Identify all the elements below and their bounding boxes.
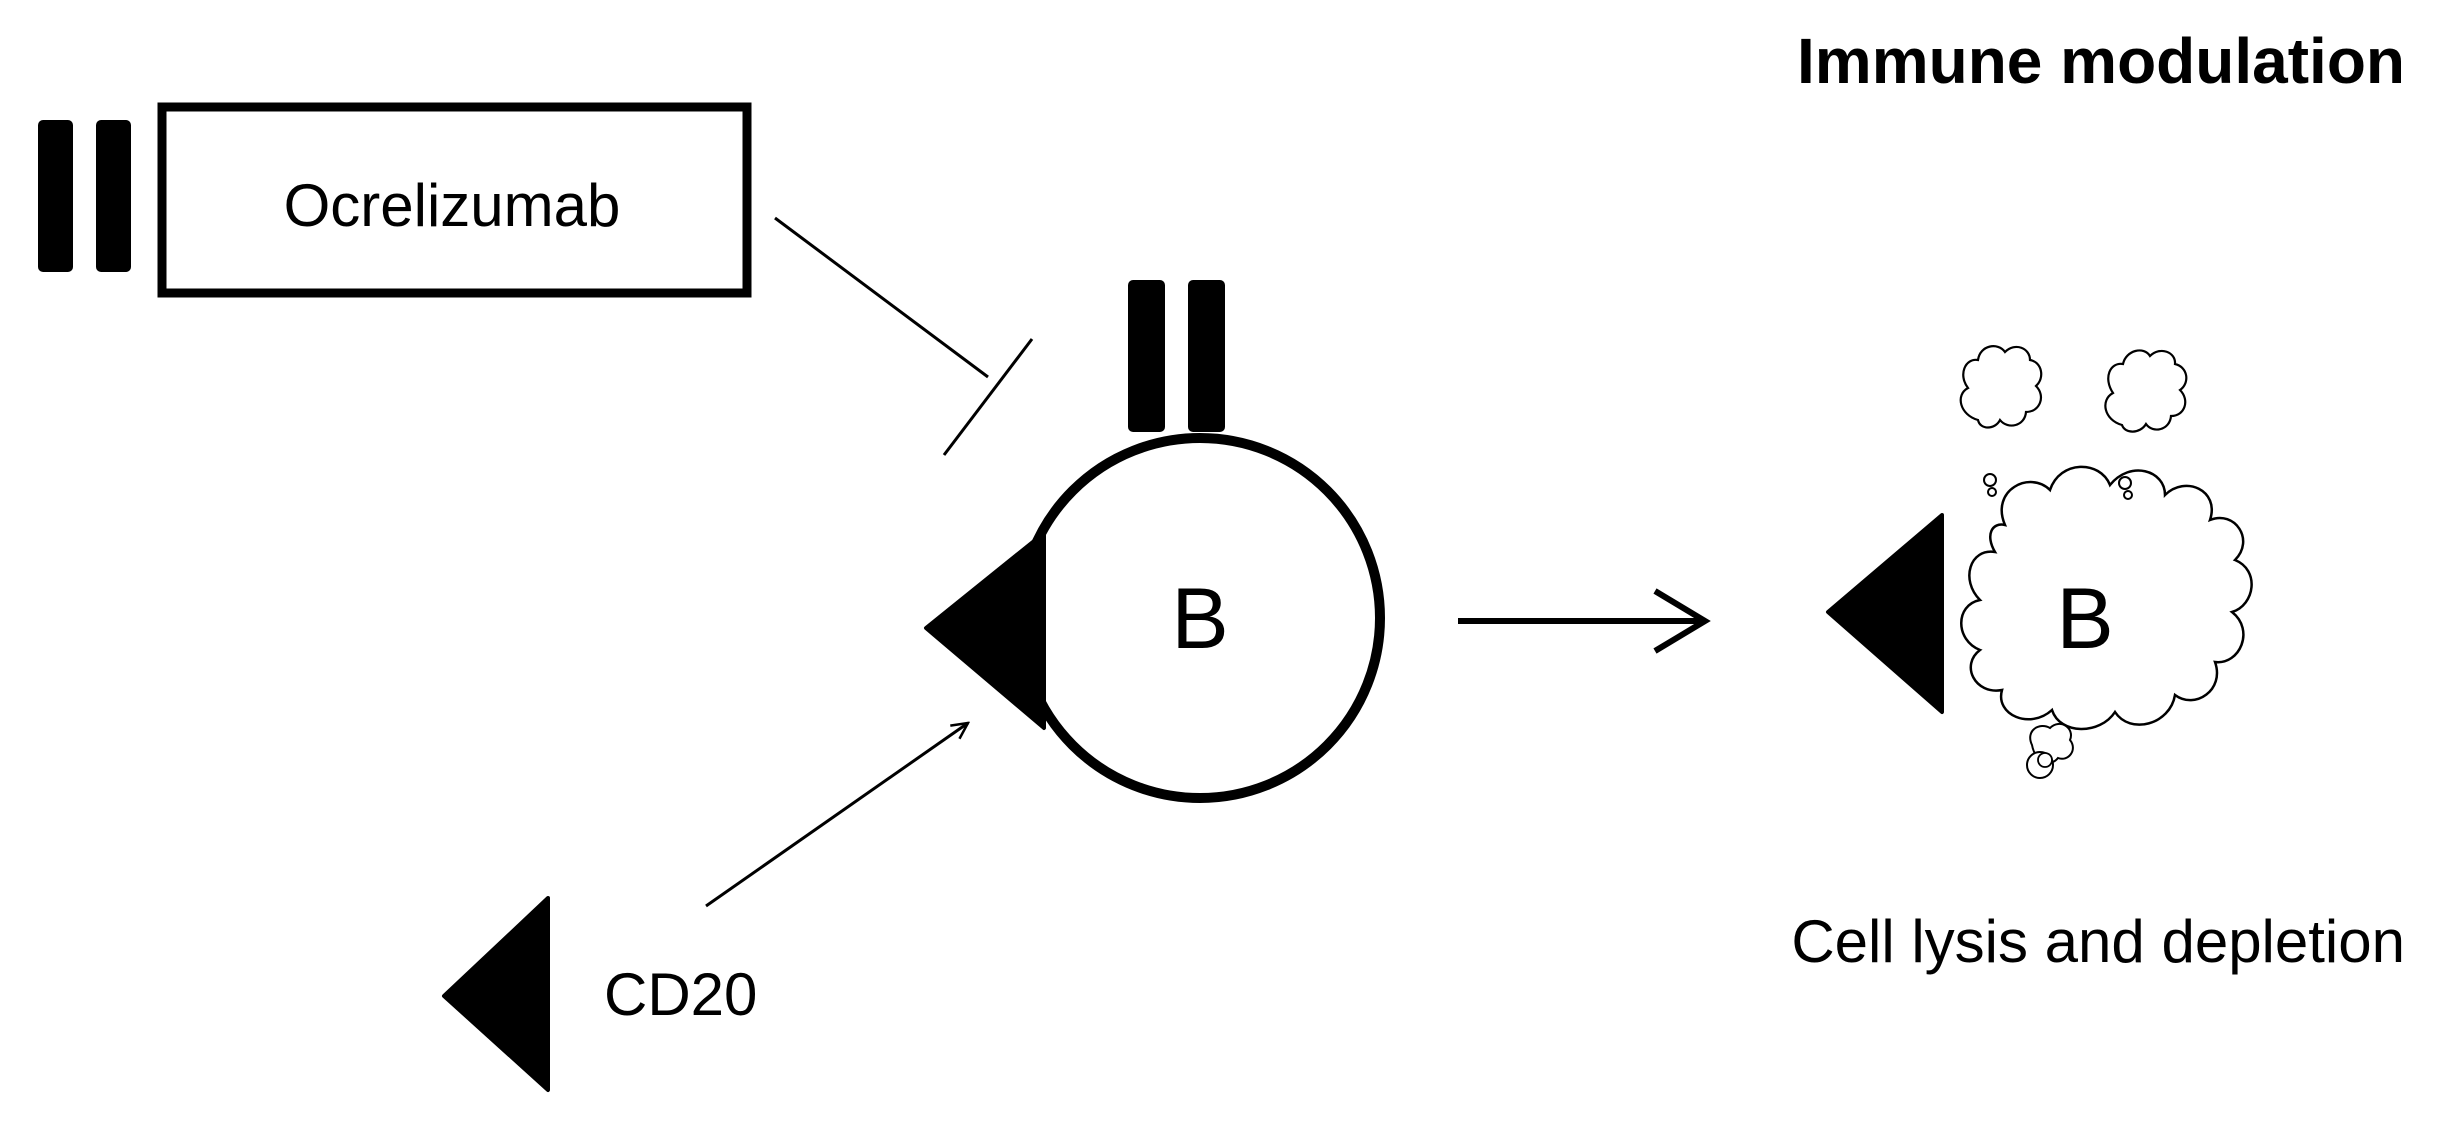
inhibition-connector: [774, 216, 1034, 456]
antibody-icon: [38, 120, 131, 272]
cd20-triangle-icon: [442, 896, 550, 1092]
cd20-binding-arrow: [705, 723, 968, 908]
cd20-label: CD20: [604, 961, 757, 1028]
lysed-cell-label: B: [2056, 571, 2113, 667]
process-arrow: [1458, 588, 1711, 654]
lysed-cell-icon: [1826, 345, 2253, 779]
drug-box: [157, 102, 752, 298]
outcome-caption: Cell lysis and depletion: [1791, 908, 2405, 975]
receptor-icon: [1128, 280, 1225, 432]
cd20-bound-icon: [924, 531, 1046, 730]
b-cell-label: B: [1171, 571, 1228, 667]
drug-label: Ocrelizumab: [284, 172, 621, 239]
diagram-title: Immune modulation: [1797, 25, 2405, 97]
